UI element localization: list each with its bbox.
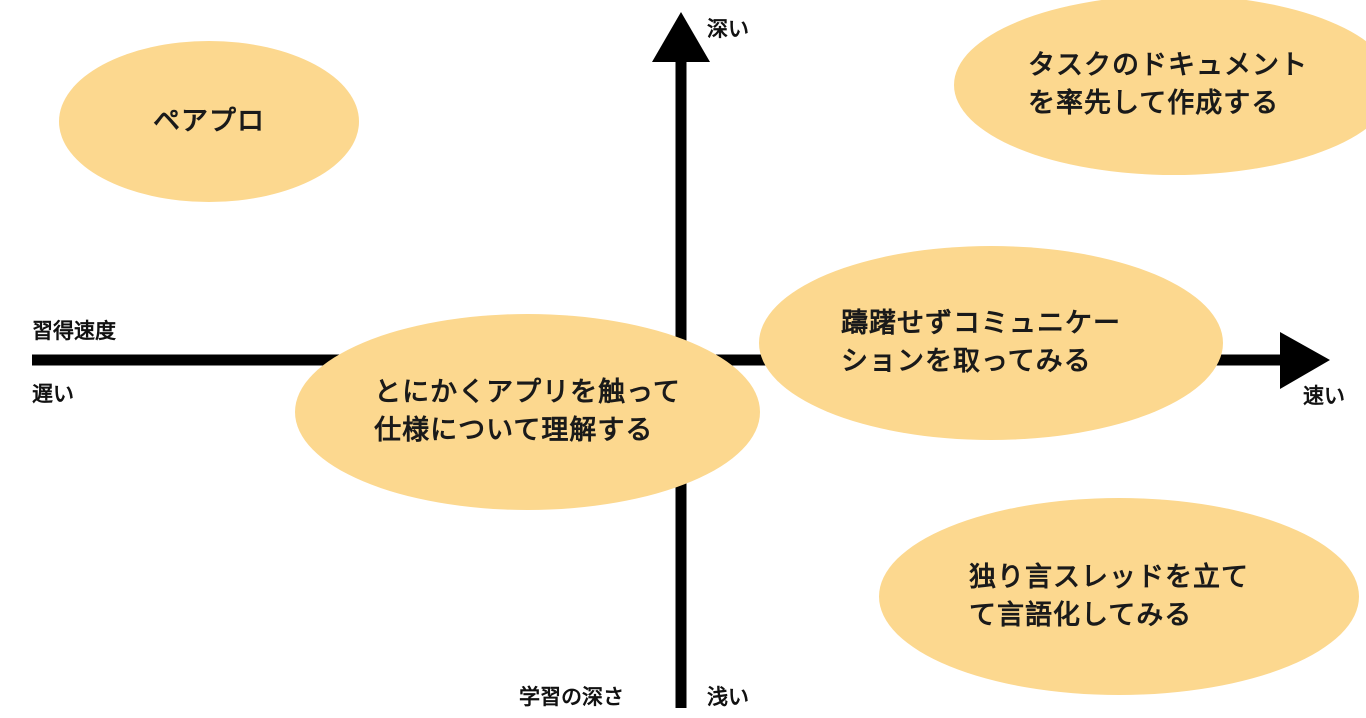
horizontal-axis-title: 習得速度: [32, 319, 116, 343]
bubble-line: ションを取ってみる: [841, 346, 1092, 377]
horizontal-axis-arrowhead: [1280, 332, 1330, 389]
bubble-line: 躊躇せずコミュニケー: [841, 308, 1121, 339]
bubble-line: ペアプロ: [153, 105, 265, 137]
vertical-axis-arrowhead: [652, 12, 710, 62]
bubble-touch-app: とにかくアプリを触って 仕様について理解する: [295, 314, 760, 510]
bubble-document-tasks-text: タスクのドキュメント を率先して作成する: [1028, 47, 1308, 123]
bubble-touch-app-text: とにかくアプリを触って 仕様について理解する: [374, 374, 681, 450]
bubble-line: タスクのドキュメント: [1028, 50, 1308, 81]
bubble-communicate: 躊躇せずコミュニケー ションを取ってみる: [759, 246, 1223, 440]
bubble-thread-verbalize: 独り言スレッドを立て て言語化してみる: [879, 498, 1359, 695]
bubble-pair-programming-text: ペアプロ: [153, 103, 265, 141]
bubble-line: て言語化してみる: [969, 599, 1193, 631]
vertical-axis-high-label: 深い: [707, 17, 749, 41]
vertical-axis-low-label: 浅い: [707, 685, 749, 709]
bubble-line: を率先して作成する: [1028, 88, 1280, 119]
horizontal-axis-high-label: 速い: [1303, 384, 1345, 408]
bubble-pair-programming: ペアプロ: [59, 41, 359, 202]
bubble-document-tasks: タスクのドキュメント を率先して作成する: [954, 0, 1366, 175]
vertical-axis-title: 学習の深さ: [519, 685, 624, 709]
bubble-line: とにかくアプリを触って: [374, 377, 681, 408]
horizontal-axis-low-label: 遅い: [32, 382, 74, 406]
bubble-line: 独り言スレッドを立て: [969, 561, 1249, 593]
bubble-thread-verbalize-text: 独り言スレッドを立て て言語化してみる: [969, 559, 1249, 635]
bubble-communicate-text: 躊躇せずコミュニケー ションを取ってみる: [841, 305, 1121, 381]
bubble-line: 仕様について理解する: [374, 415, 654, 446]
